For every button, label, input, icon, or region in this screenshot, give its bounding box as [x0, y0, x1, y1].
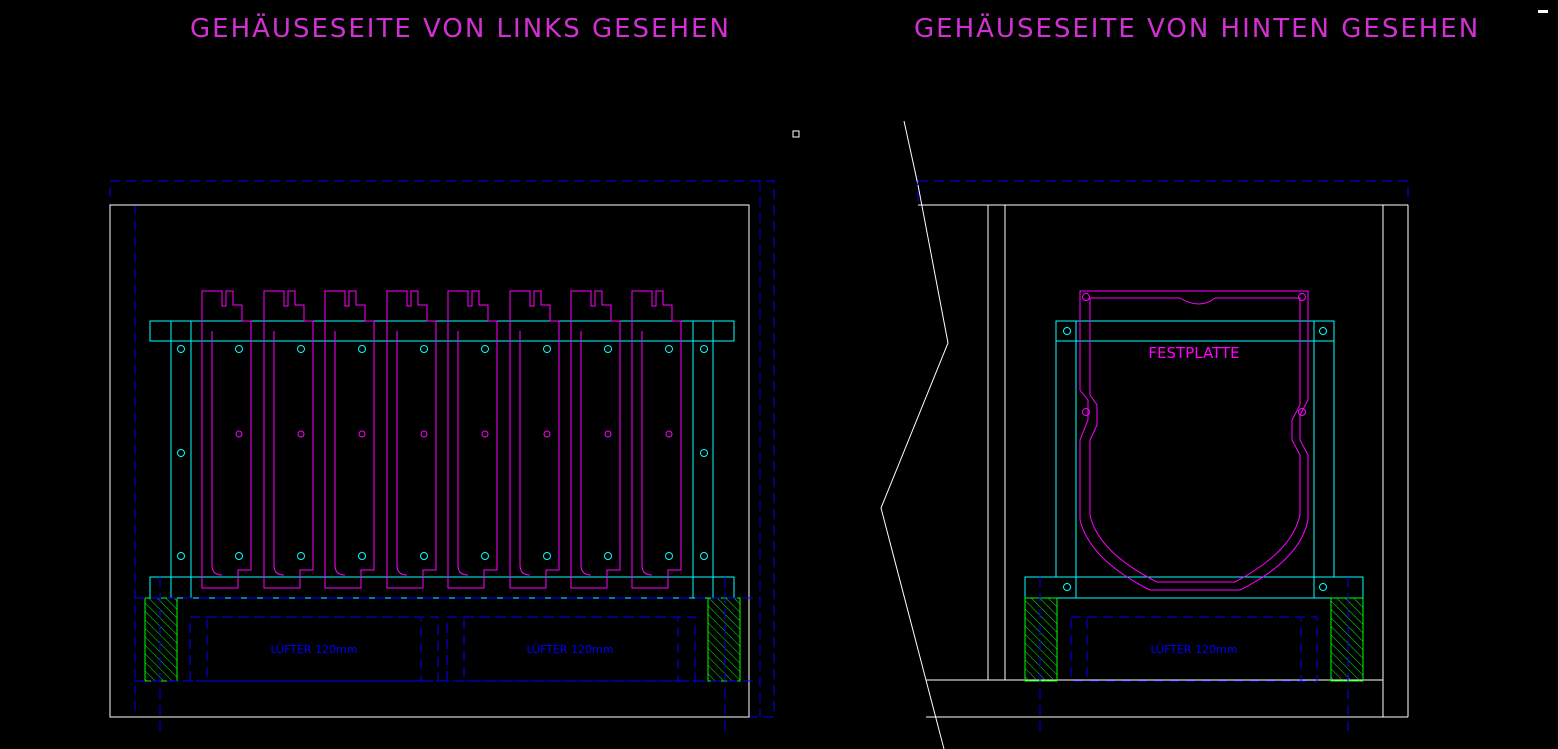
drive-bay-6 — [509, 290, 560, 589]
left-drive-bays — [201, 290, 682, 589]
break-line — [880, 120, 949, 749]
rear-fan-label: LÜFTER 120mm — [1150, 643, 1237, 656]
hdd-label: FESTPLATTE — [1148, 344, 1239, 362]
left-drive-cage — [149, 320, 735, 599]
drive-bay-8 — [631, 290, 682, 589]
grip-marker[interactable] — [792, 130, 800, 138]
rear-foot-left — [1024, 597, 1058, 682]
window-minimize-icon[interactable] — [1538, 10, 1548, 13]
rear-drive-cage — [1024, 320, 1364, 599]
rear-fan — [1039, 577, 1349, 735]
left-foot-right — [707, 597, 741, 682]
drive-bay-2 — [263, 290, 314, 589]
drive-bay-5 — [447, 290, 498, 589]
rear-view: FESTPLATTE LÜFTER 120mm — [917, 180, 1409, 735]
left-view-title: GEHÄUSESEITE VON LINKS GESEHEN — [190, 14, 731, 44]
left-fans — [135, 577, 760, 735]
rear-foot-right — [1330, 597, 1364, 682]
left-fan-2-label: LÜFTER 120mm — [526, 643, 613, 656]
drive-bay-7 — [570, 290, 621, 589]
drive-bay-3 — [324, 290, 375, 589]
left-view: LÜFTER 120mm LÜFTER 120mm — [109, 180, 775, 735]
left-case-outline — [109, 204, 750, 718]
hdd-outline — [1079, 290, 1309, 591]
drive-bay-1 — [201, 290, 252, 589]
left-hidden-outline — [109, 180, 775, 718]
drive-bay-4 — [386, 290, 437, 589]
left-foot-left — [144, 597, 178, 682]
rear-view-title: GEHÄUSESEITE VON HINTEN GESEHEN — [914, 14, 1481, 44]
left-fan-1-label: LÜFTER 120mm — [270, 643, 357, 656]
